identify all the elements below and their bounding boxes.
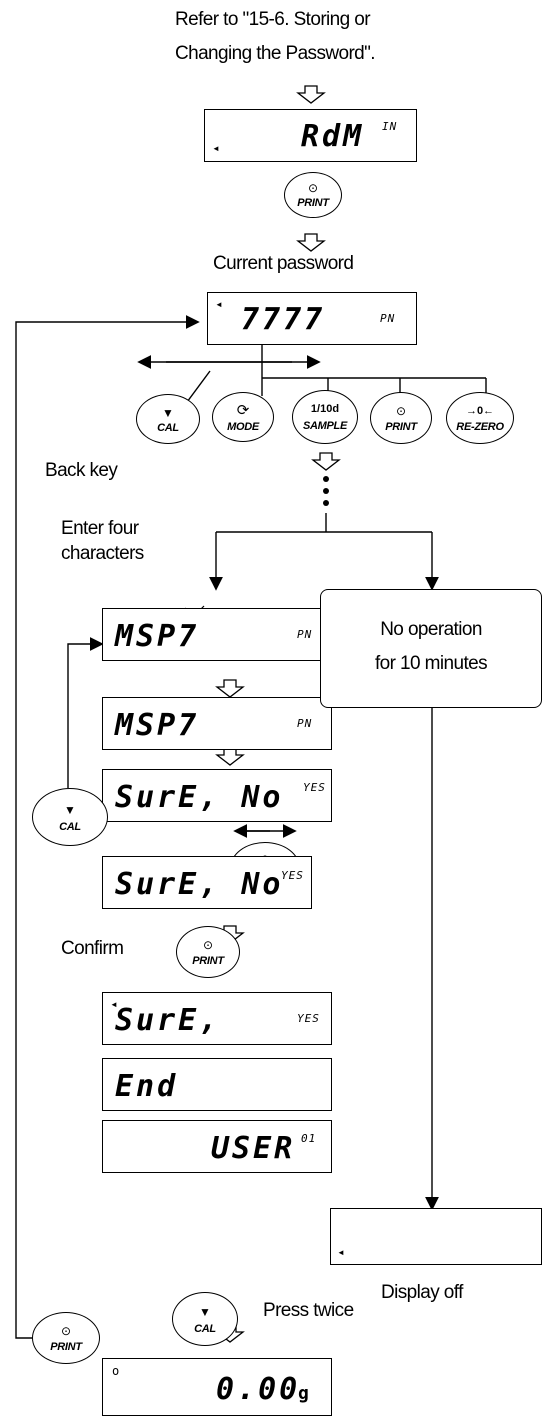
print-key[interactable]: ⊙ PRINT [370,392,432,444]
enter-four-label-2: characters [61,543,144,564]
intro-line-1: Refer to "15-6. Storing or [175,9,371,30]
lcd-sub-text: PN [297,717,313,730]
lcd-entry-blinking: MSP7 PN [102,608,332,661]
print-key[interactable]: ⊙ PRINT [176,926,240,978]
lcd-main-text: MSP7 [115,619,200,654]
no-operation-box: No operation for 10 minutes [320,589,542,708]
lcd-end: End [102,1058,332,1111]
intro-line-2: Changing the Password". [175,43,376,64]
print-circle-dot-icon: ⊙ [307,181,319,195]
indicator-triangle-icon: ◄ [110,1000,118,1009]
display-off-label: Display off [381,1282,463,1303]
lcd-main-text: USER [211,1131,296,1166]
lcd-main-text: SurE, No [115,780,284,815]
lcd-sure-yes: SurE, No YES [102,856,312,909]
lcd-sub-text: IN [382,120,398,133]
confirm-label: Confirm [61,938,124,959]
rezero-key[interactable]: →0← RE-ZERO [446,392,514,444]
lcd-main-text: SurE, [115,1003,221,1038]
print-key[interactable]: ⊙ PRINT [32,1312,100,1364]
lcd-main-text: RdM [301,119,365,154]
print-key[interactable]: ⊙ PRINT [284,172,342,218]
lcd-main-text: MSP7 [115,708,200,743]
cal-key[interactable]: ▼ CAL [136,394,200,444]
lcd-sub-text: PN [380,312,396,325]
flow-arrow-icon [312,452,340,471]
lcd-sub-text: 01 [301,1132,317,1145]
lcd-main-text: SurE, No [115,867,284,902]
down-triangle-icon: ▼ [199,1305,211,1319]
lcd-admin: ◄ RdM IN [204,109,417,162]
lcd-main-text: End [115,1069,179,1104]
back-key-label: Back key [45,460,118,481]
lcd-display-off: ◄ [330,1208,542,1265]
lcd-user: USER 01 [102,1120,332,1173]
current-password-label: Current password [213,253,354,274]
print-circle-dot-icon: ⊙ [395,404,407,418]
lcd-main-text: 0.00 [216,1372,301,1407]
indicator-triangle-icon: ◄ [212,144,220,153]
lcd-sure-no: SurE, No YES [102,769,332,822]
no-op-label-2: for 10 minutes [375,653,488,674]
stable-indicator-icon: o [112,1364,121,1378]
cal-key[interactable]: ▼ CAL [172,1292,238,1346]
enter-four-label-1: Enter four [61,518,139,539]
down-triangle-icon: ▼ [64,803,76,817]
lcd-current-password: ◄ 7777 PN [207,292,417,345]
print-circle-dot-icon: ⊙ [60,1324,72,1338]
lcd-main-text: 7777 [241,302,326,337]
lcd-sub-text: PN [297,628,313,641]
sample-key[interactable]: 1/10d SAMPLE [292,390,358,444]
lcd-weight: o 0.00 g [102,1358,332,1416]
down-triangle-icon: ▼ [162,406,174,420]
indicator-triangle-icon: ◄ [337,1248,345,1257]
lcd-unit-text: g [298,1383,312,1404]
print-circle-dot-icon: ⊙ [202,938,214,952]
flow-arrow-icon [297,85,325,104]
mode-key[interactable]: ⟳ MODE [212,392,274,442]
press-twice-label: Press twice [263,1300,354,1321]
flow-arrow-icon [216,679,244,698]
lcd-sub-text: YES [297,1012,320,1025]
flow-arrow-icon [216,747,244,766]
lcd-entry-complete: MSP7 PN [102,697,332,750]
indicator-triangle-icon: ◄ [215,300,223,309]
cal-key[interactable]: ▼ CAL [32,788,108,846]
lcd-sub-text: YES [303,781,326,794]
no-op-label-1: No operation [380,619,482,640]
lcd-sub-text: YES [281,869,304,882]
lcd-sure: ◄ SurE, YES [102,992,332,1045]
cycle-arrows-icon: ⟳ [236,402,250,419]
flow-arrow-icon [297,233,325,252]
